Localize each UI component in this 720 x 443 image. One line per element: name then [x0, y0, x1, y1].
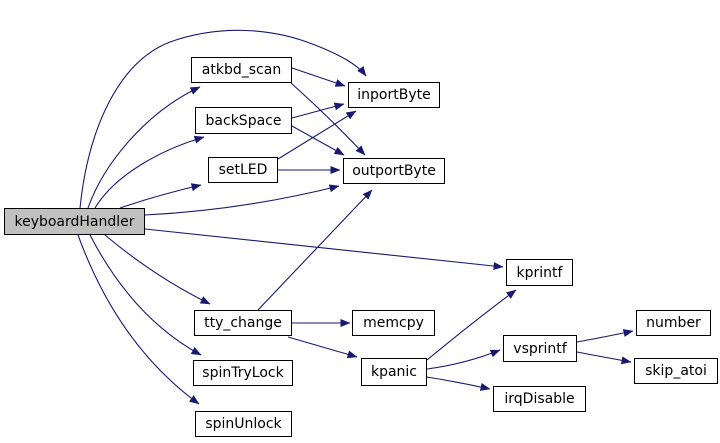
node-memcpy[interactable]: memcpy — [352, 310, 435, 336]
node-irqDisable[interactable]: irqDisable — [493, 386, 586, 412]
edge-backSpace-outportByte — [291, 125, 345, 156]
node-label: kprintf — [516, 264, 563, 281]
edge-keyboardHandler-outportByte — [144, 184, 340, 216]
edge-tty_change-outportByte — [257, 189, 373, 311]
edge-kpanic-kprintf — [426, 289, 517, 361]
edge-keyboardHandler-tty_change — [104, 234, 211, 305]
node-label: kpanic — [370, 364, 418, 380]
edge-keyboardHandler-inportByte — [79, 29, 367, 209]
node-label: number — [646, 315, 701, 331]
edge-keyboardHandler-kprintf — [144, 228, 504, 270]
node-outportByte[interactable]: outportByte — [343, 158, 445, 184]
node-label: outportByte — [352, 163, 436, 179]
node-label: backSpace — [205, 112, 282, 129]
node-kprintf[interactable]: kprintf — [506, 259, 573, 286]
edge-setLED-inportByte — [277, 110, 357, 160]
edge-kpanic-vsprintf — [426, 349, 501, 370]
node-spinUnlock[interactable]: spinUnlock — [195, 411, 292, 437]
edge-atkbd_scan-inportByte — [291, 67, 346, 87]
edge-tty_change-kpanic — [287, 336, 358, 359]
node-kpanic[interactable]: kpanic — [361, 358, 427, 386]
node-label: setLED — [218, 162, 268, 178]
edge-keyboardHandler-atkbd_scan — [87, 86, 201, 209]
node-label: spinUnlock — [205, 416, 282, 432]
edge-group — [77, 29, 634, 405]
node-label: spinTryLock — [202, 365, 284, 381]
node-number[interactable]: number — [636, 310, 711, 336]
node-tty_change[interactable]: tty_change — [194, 310, 292, 336]
node-label: keyboardHandler — [14, 213, 135, 230]
edge-vsprintf-number — [576, 329, 634, 343]
edge-keyboardHandler-backSpace — [94, 135, 205, 209]
edge-keyboardHandler-spinUnlock — [77, 234, 200, 405]
edge-keyboardHandler-setLED — [119, 183, 202, 209]
node-label: inportByte — [357, 87, 431, 103]
node-label: atkbd_scan — [201, 62, 282, 78]
edge-keyboardHandler-spinTryLock — [89, 234, 202, 356]
edge-vsprintf-skip_atoi — [576, 351, 632, 365]
node-label: skip_atoi — [645, 363, 707, 379]
node-vsprintf[interactable]: vsprintf — [503, 335, 577, 362]
node-spinTryLock[interactable]: spinTryLock — [193, 360, 293, 386]
edge-backSpace-inportByte — [291, 102, 345, 119]
edge-atkbd_scan-outportByte — [290, 82, 366, 156]
node-label: vsprintf — [513, 340, 567, 357]
node-keyboardHandler: keyboardHandler — [4, 208, 145, 235]
node-label: irqDisable — [504, 391, 575, 407]
node-label: tty_change — [204, 315, 282, 331]
node-atkbd_scan[interactable]: atkbd_scan — [191, 57, 292, 83]
node-label: memcpy — [363, 315, 424, 331]
node-setLED[interactable]: setLED — [208, 157, 278, 183]
node-inportByte[interactable]: inportByte — [348, 82, 440, 108]
edge-kpanic-irqDisable — [426, 376, 491, 391]
node-backSpace[interactable]: backSpace — [195, 107, 292, 134]
node-skip_atoi[interactable]: skip_atoi — [634, 358, 718, 384]
